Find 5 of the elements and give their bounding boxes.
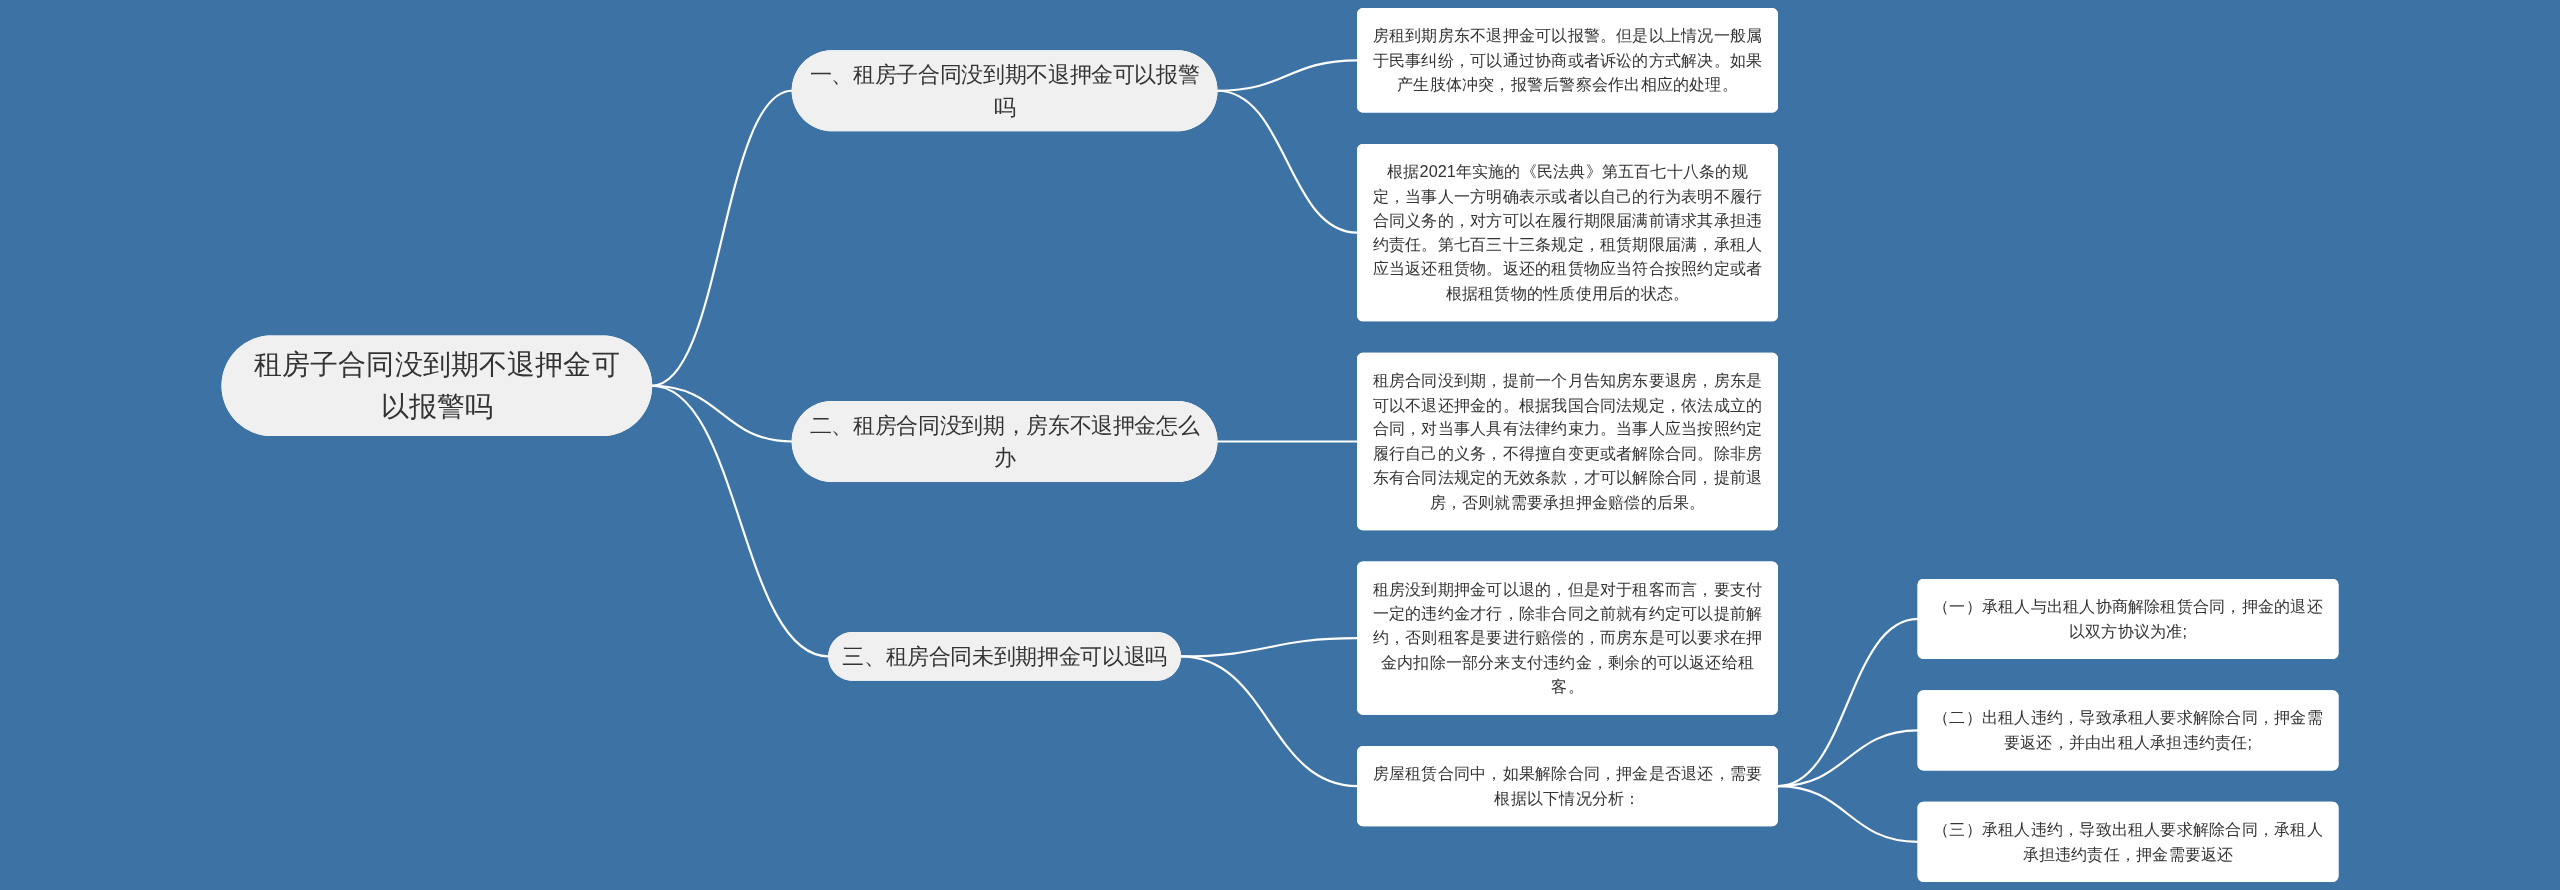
connector [651,89,793,387]
connector [1180,655,1358,788]
connector [1777,785,1919,843]
connector [1216,440,1358,443]
connector [1216,89,1358,234]
